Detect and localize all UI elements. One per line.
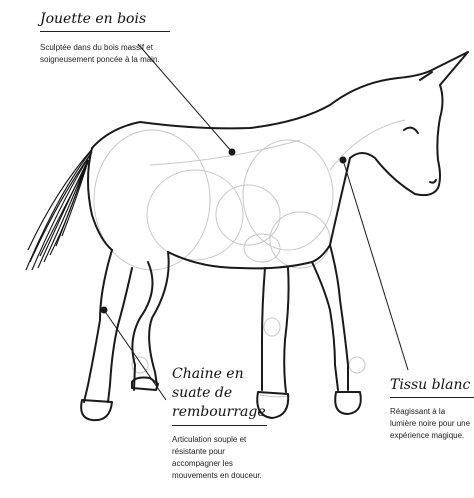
- unicorn-outline: [81, 52, 468, 420]
- tail: [26, 148, 93, 270]
- title-underline: [390, 397, 474, 398]
- title-underline: [40, 31, 170, 32]
- callout-padding-chain: Chaine en suate de rembourrage Articulat…: [172, 365, 267, 482]
- callout-wood-toy: Jouette en bois Sculptée dans du bois ma…: [40, 10, 170, 66]
- callout-description: Articulation souple et résistante pour a…: [172, 434, 267, 482]
- callout-title: Chaine en suate de rembourrage: [172, 365, 252, 422]
- callout-description: Sculptée dans du bois massif et soigneus…: [40, 42, 165, 66]
- sketch-guides: [94, 120, 405, 397]
- title-underline: [172, 425, 267, 426]
- callout-description: Réagissant à la lumière noire pour une e…: [390, 406, 472, 442]
- callout-title: Jouette en bois: [40, 10, 170, 28]
- callout-white-fabric: Tissu blanc Réagissant à la lumière noir…: [390, 376, 474, 442]
- callout-title: Tissu blanc: [390, 376, 474, 394]
